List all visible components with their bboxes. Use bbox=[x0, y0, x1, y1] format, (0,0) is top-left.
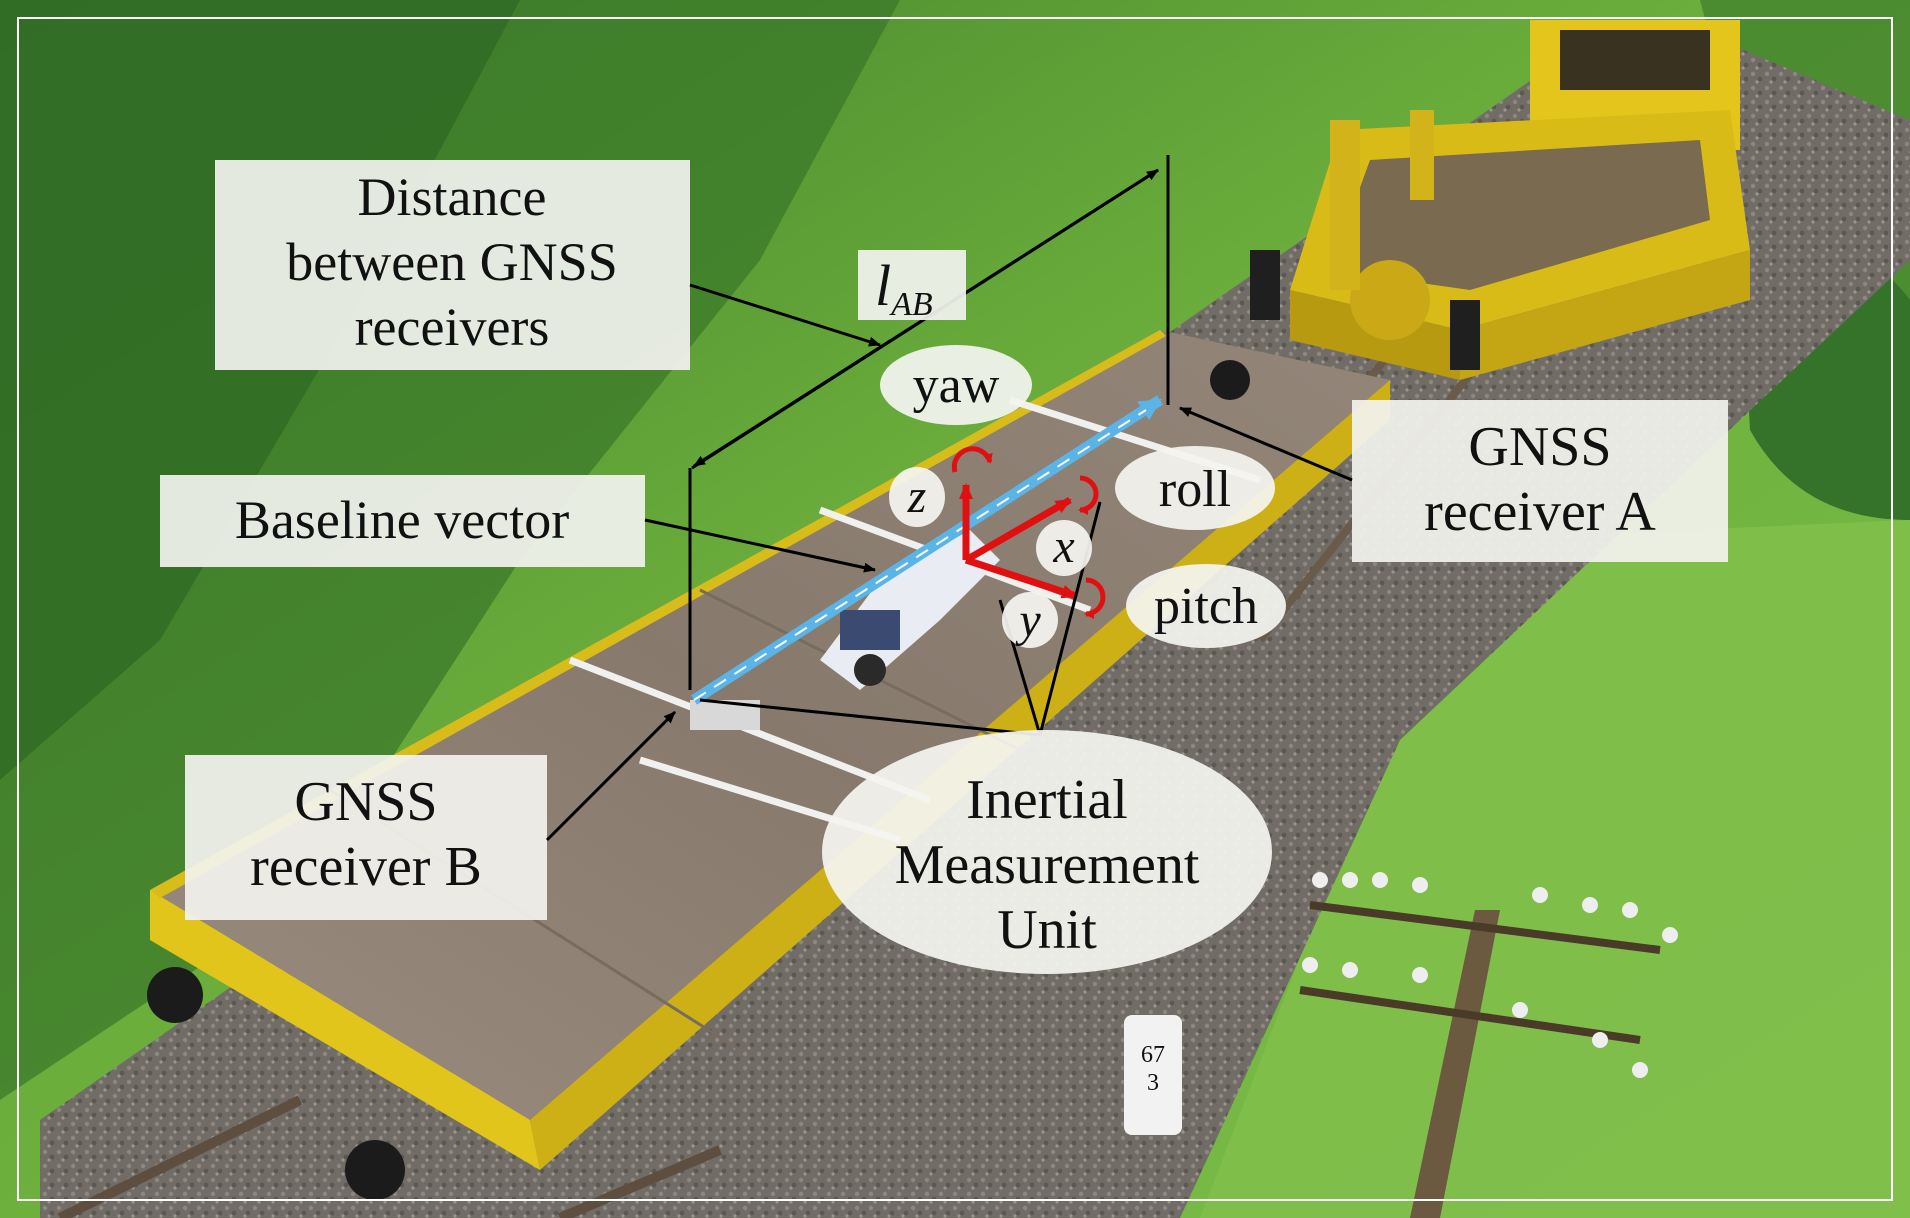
distance-label-line2: between GNSS bbox=[286, 232, 617, 292]
yaw-rotation-icon bbox=[951, 446, 993, 473]
km-marker-post: 67 3 bbox=[1124, 1015, 1182, 1135]
baseline-vector-label: Baseline vector bbox=[235, 490, 569, 550]
imu-label: Inertial Measurement Unit bbox=[822, 730, 1272, 974]
telegraph-pole bbox=[1299, 872, 1678, 1218]
gnss-receiver-a-label-box: GNSS receiver A bbox=[1179, 400, 1728, 562]
imu-line3: Unit bbox=[997, 899, 1097, 961]
roll-rotation-icon bbox=[1078, 475, 1099, 515]
pitch-rotation-icon bbox=[1084, 577, 1106, 619]
lab-symbol-label: lAB bbox=[858, 250, 966, 323]
imu-line1: Inertial bbox=[966, 769, 1128, 831]
yaw-label: yaw bbox=[880, 345, 1032, 425]
axis-x-label: x bbox=[1036, 520, 1092, 576]
roll-label: roll bbox=[1115, 446, 1275, 530]
svg-text:pitch: pitch bbox=[1154, 578, 1258, 635]
image-border bbox=[17, 17, 1893, 1201]
imu-line2: Measurement bbox=[895, 834, 1200, 896]
axis-z-label: z bbox=[889, 467, 945, 527]
distance-label-line3: receivers bbox=[355, 297, 550, 357]
baseline-vector-label-box: Baseline vector bbox=[160, 475, 876, 573]
km-post-bottom: 3 bbox=[1147, 1070, 1159, 1096]
svg-text:roll: roll bbox=[1159, 461, 1231, 518]
pitch-label: pitch bbox=[1126, 564, 1286, 648]
gnss-b-line1: GNSS bbox=[294, 771, 437, 833]
lab-symbol: l bbox=[875, 253, 891, 318]
distance-label-line1: Distance bbox=[358, 167, 547, 227]
svg-text:x: x bbox=[1052, 520, 1074, 573]
gnss-receiver-b-label-box: GNSS receiver B bbox=[185, 710, 677, 920]
gnss-a-line2: receiver A bbox=[1424, 481, 1656, 543]
lab-subscript: AB bbox=[889, 286, 933, 323]
gnss-a-line1: GNSS bbox=[1468, 416, 1611, 478]
axis-y-label: y bbox=[1002, 592, 1058, 648]
distance-label-box: Distance between GNSS receivers bbox=[215, 160, 881, 370]
gnss-b-line2: receiver B bbox=[250, 836, 482, 898]
imu-axes bbox=[951, 446, 1106, 619]
km-post-top: 67 bbox=[1141, 1042, 1165, 1068]
track-machine bbox=[1250, 20, 1750, 380]
svg-text:y: y bbox=[1014, 594, 1041, 647]
svg-text:lAB: lAB bbox=[875, 253, 933, 323]
svg-text:z: z bbox=[907, 470, 927, 523]
svg-text:yaw: yaw bbox=[913, 357, 1000, 414]
